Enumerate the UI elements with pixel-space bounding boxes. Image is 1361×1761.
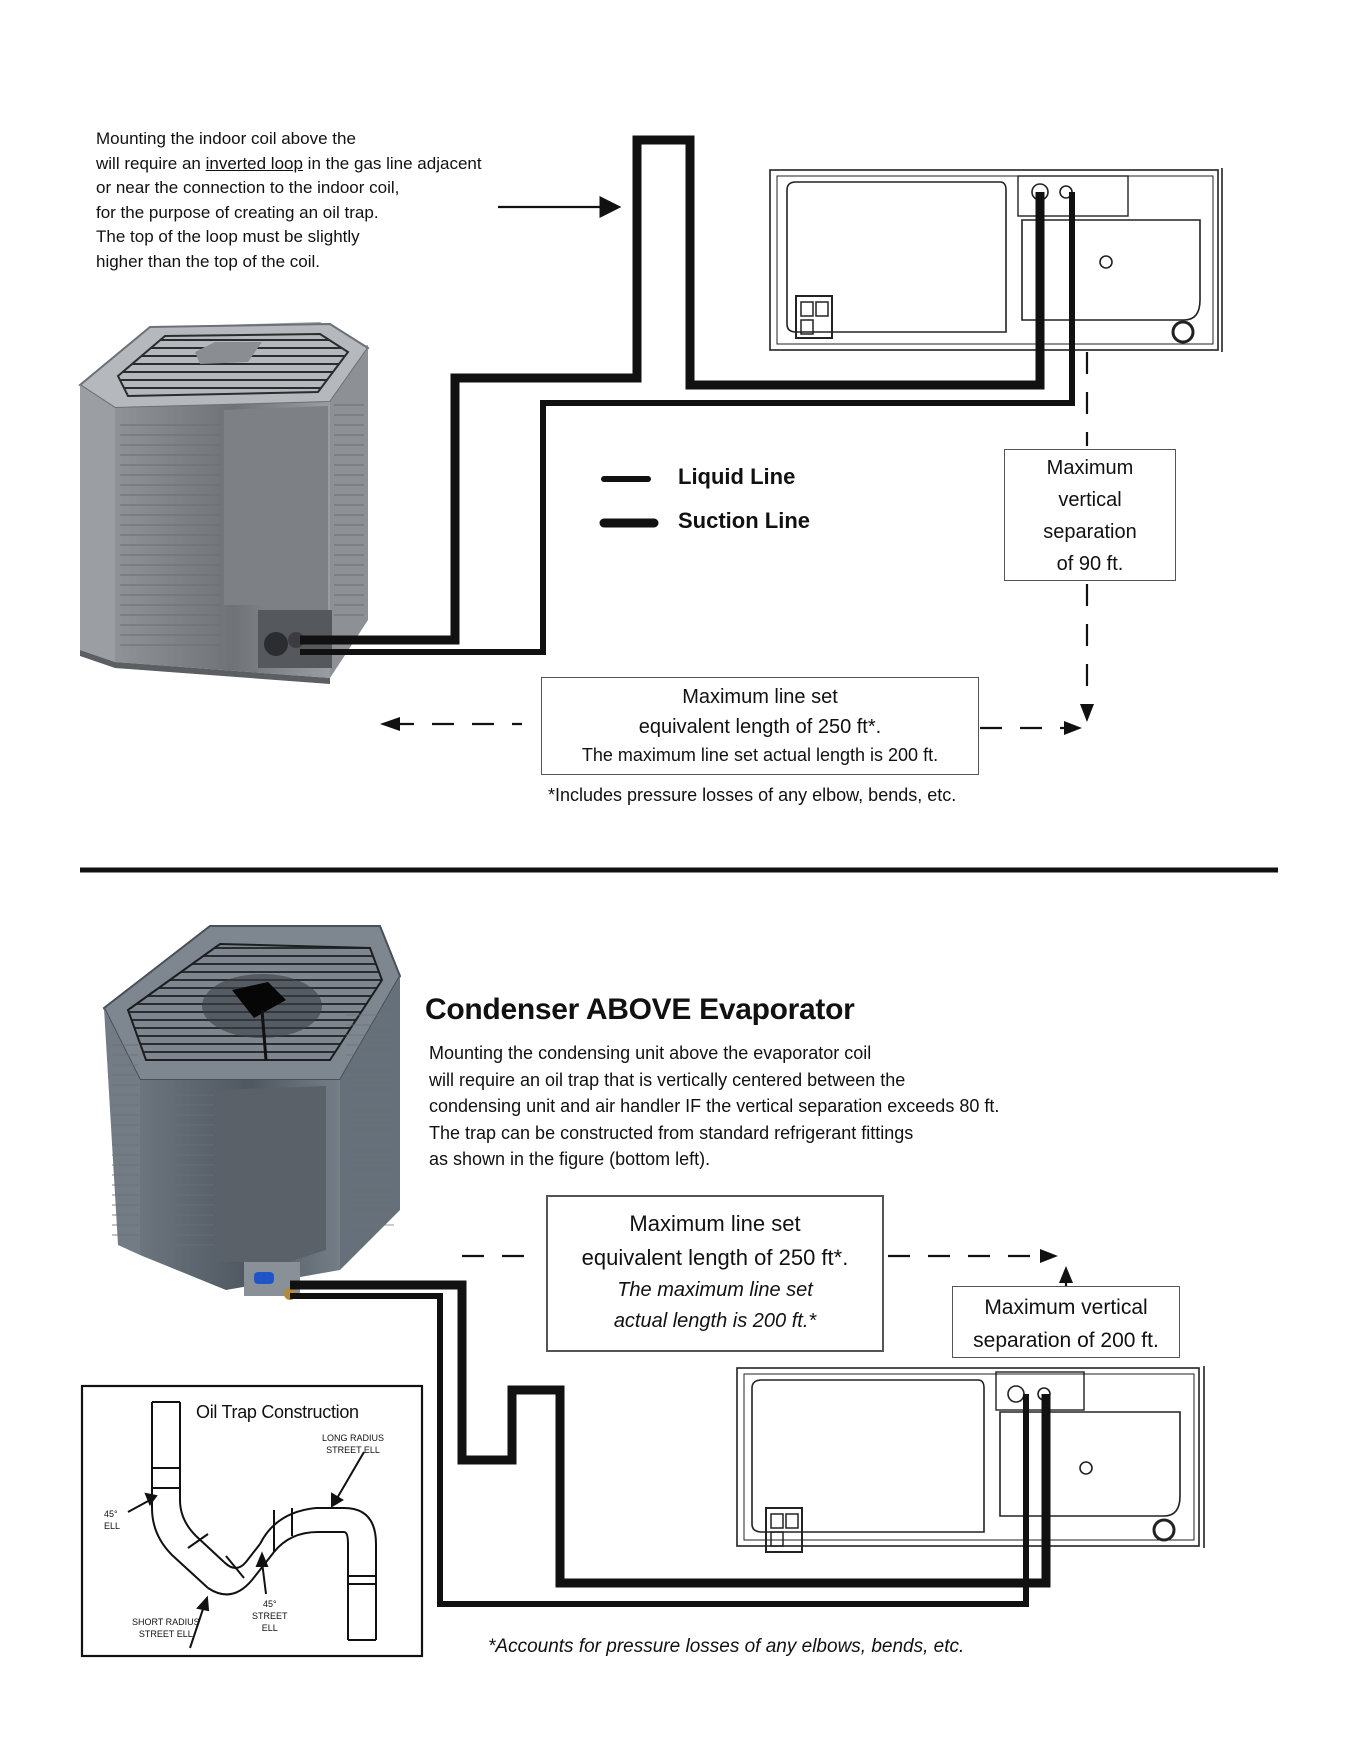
box-line: Maximum bbox=[1046, 457, 1134, 479]
label-line: ELL bbox=[261, 1623, 278, 1633]
section-heading: Condenser ABOVE Evaporator bbox=[425, 993, 855, 1026]
label-line: 45° bbox=[104, 1509, 118, 1519]
box-line: separation of 200 ft. bbox=[973, 1329, 1159, 1352]
section-paragraph: Mounting the condensing unit above the e… bbox=[429, 1040, 999, 1173]
label-line: STREET bbox=[252, 1611, 288, 1621]
vertical-separation-box-top: Maximum vertical separation of 90 ft. bbox=[1004, 449, 1176, 581]
label-line: LONG RADIUS bbox=[322, 1433, 385, 1443]
vertical-separation-box-bottom: Maximum vertical separation of 200 ft. bbox=[952, 1286, 1180, 1358]
label-line: SHORT RADIUS bbox=[132, 1617, 200, 1627]
box-line: Maximum line set bbox=[629, 1211, 801, 1236]
box-line: equivalent length of 250 ft*. bbox=[581, 1245, 849, 1270]
box-line: vertical bbox=[1058, 489, 1122, 511]
short-radius-label: SHORT RADIUS STREET ELL bbox=[132, 1616, 200, 1640]
legend-suction-label: Suction Line bbox=[678, 508, 810, 533]
condenser-unit-bottom bbox=[102, 925, 402, 1300]
label-line: ELL bbox=[104, 1521, 121, 1531]
condenser-unit-top bbox=[78, 322, 370, 684]
box-line: actual length is 200 ft.* bbox=[613, 1310, 817, 1332]
length-arrow-top bbox=[392, 722, 1070, 730]
intro-line: Mounting the indoor coil above the bbox=[96, 129, 356, 148]
intro-line: The top of the loop must be slightly bbox=[96, 227, 360, 246]
intro-paragraph: Mounting the indoor coil above the will … bbox=[96, 127, 482, 274]
footnote-bottom: *Accounts for pressure losses of any elb… bbox=[488, 1636, 965, 1657]
inverted-loop-term: inverted loop bbox=[205, 153, 303, 173]
para-line: Mounting the condensing unit above the e… bbox=[429, 1043, 872, 1063]
long-radius-label: LONG RADIUS STREET ELL bbox=[322, 1432, 384, 1456]
indoor-coil-top bbox=[769, 168, 1223, 352]
para-line: as shown in the figure (bottom left). bbox=[429, 1149, 711, 1169]
box-line: The maximum line set actual length is 20… bbox=[581, 745, 939, 765]
label-line: STREET ELL bbox=[138, 1629, 193, 1639]
indoor-coil-bottom bbox=[736, 1366, 1205, 1553]
line-length-box-bottom: Maximum line set equivalent length of 25… bbox=[546, 1195, 884, 1352]
intro-line: higher than the top of the coil. bbox=[96, 251, 320, 271]
box-line: separation bbox=[1043, 521, 1137, 543]
para-line: will require an oil trap that is vertica… bbox=[429, 1069, 906, 1090]
legend-liquid-label: Liquid Line bbox=[678, 464, 796, 489]
refrigerant-lines-top bbox=[300, 135, 1075, 655]
box-line: Maximum vertical bbox=[984, 1296, 1148, 1319]
oil-trap-title: Oil Trap Construction bbox=[196, 1402, 359, 1422]
intro-text: will require an bbox=[96, 153, 206, 173]
intro-line: or near the connection to the indoor coi… bbox=[96, 178, 400, 197]
ell45-label: 45° ELL bbox=[104, 1508, 120, 1532]
intro-line: will require an inverted loop in the gas… bbox=[96, 152, 482, 177]
label-line: STREET ELL bbox=[326, 1445, 380, 1455]
para-line: condensing unit and air handler IF the v… bbox=[429, 1096, 1000, 1116]
box-line: The maximum line set bbox=[617, 1279, 813, 1301]
footnote-top: *Includes pressure losses of any elbow, … bbox=[548, 785, 957, 805]
line-length-box-top: Maximum line set equivalent length of 25… bbox=[541, 677, 979, 775]
street45-label: 45° STREET ELL bbox=[252, 1598, 288, 1634]
box-line: Maximum line set bbox=[682, 686, 838, 708]
box-line: equivalent length of 250 ft*. bbox=[638, 716, 882, 738]
intro-text: in the gas line adjacent bbox=[302, 153, 482, 173]
label-line: 45° bbox=[262, 1599, 277, 1609]
refrigerant-lines-bottom bbox=[290, 1280, 1051, 1607]
box-line: of 90 ft. bbox=[1056, 553, 1124, 575]
oil-trap-figure bbox=[80, 1384, 424, 1658]
intro-line: for the purpose of creating an oil trap. bbox=[96, 202, 379, 222]
para-line: The trap can be constructed from standar… bbox=[429, 1122, 914, 1143]
